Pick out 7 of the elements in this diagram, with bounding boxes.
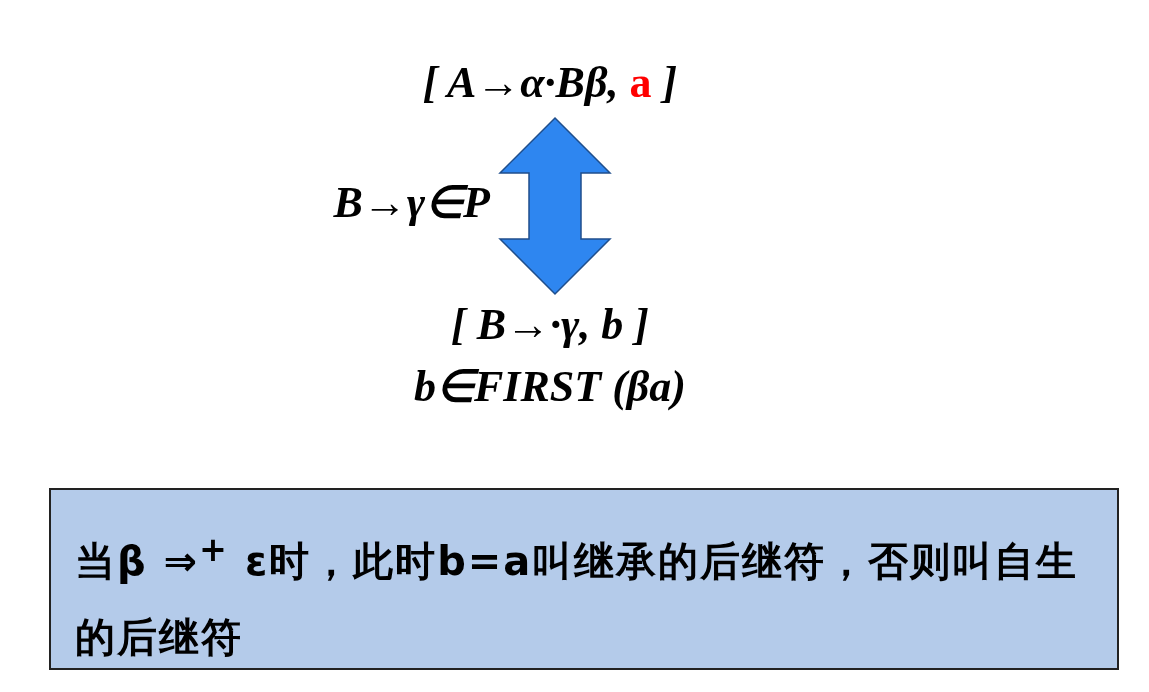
item-formula: b∈FIRST (βa) — [413, 361, 687, 413]
edge-label: B→γ∈P — [333, 177, 490, 228]
note-box — [49, 488, 1119, 670]
item-formula: [ B→·γ, b ] — [450, 299, 650, 351]
note-text: 当β ⇒$^{+}$ ε时，此时b=a叫继承的后继符，否则叫自生的后继符 — [75, 529, 1080, 663]
item-formula: [ A→α·Bβ, a ] — [370, 52, 730, 114]
double-arrow — [498, 116, 612, 296]
